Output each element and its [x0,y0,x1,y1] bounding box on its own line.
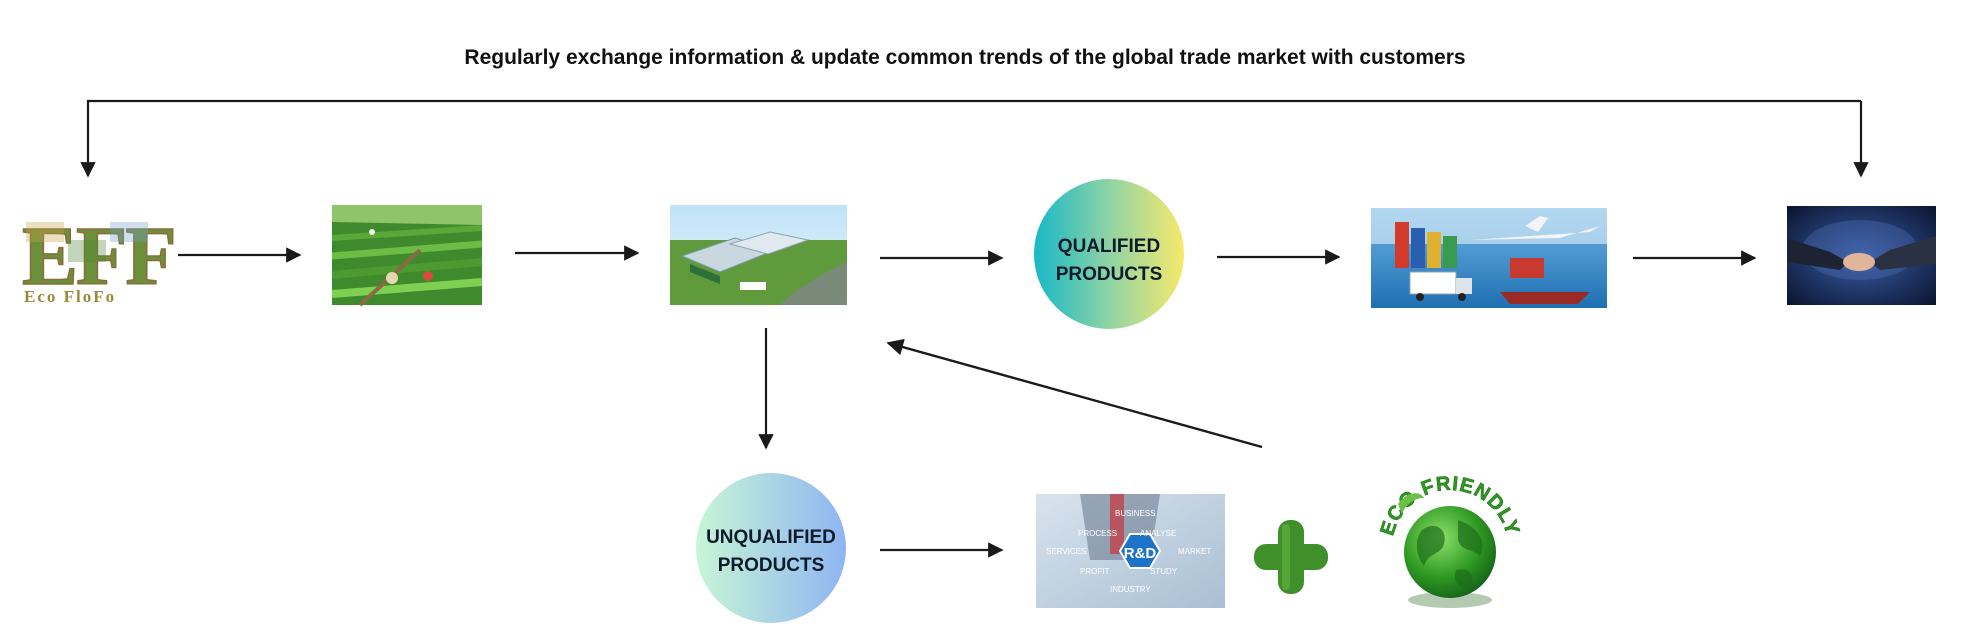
rnd-word: BUSINESS [1115,509,1155,518]
rnd-word: STUDY [1150,567,1178,576]
qualified-label-line2: PRODUCTS [1056,264,1163,285]
handshake-customer-image [1787,206,1936,305]
rnd-word: SERVICES [1046,547,1086,556]
rnd-center-label: R&D [1124,545,1157,562]
unqualified-label-line2: PRODUCTS [718,555,825,576]
diagram-title: Regularly exchange information & update … [464,46,1466,69]
factory-aerial-image [670,205,847,305]
rnd-word: PROCESS [1078,529,1117,538]
logo-letters: EFF [22,210,175,303]
rnd-word: MARKET [1178,547,1211,556]
qualified-label-line1: QUALIFIED [1058,236,1160,257]
feedback-loop-arrow [80,99,1869,178]
green-plus-icon [1254,520,1328,594]
logistics-shipping-image [1371,208,1607,308]
rnd-image: R&D BUSINESS PROCESS ANALYSE SERVICES MA… [1036,494,1225,608]
eco-friendly-badge: ECO FRIENDLY [1376,472,1523,608]
rnd-word: INDUSTRY [1110,585,1151,594]
rnd-word: ANALYSE [1140,529,1176,538]
logo-name: Eco FloFo [24,287,116,306]
qualified-products-node: QUALIFIED PRODUCTS [1034,179,1184,329]
arrow-rnd-back-to-factory [886,338,1263,449]
unqualified-label-line1: UNQUALIFIED [706,527,836,548]
rnd-word: PROFIT [1080,567,1109,576]
unqualified-products-node: UNQUALIFIED PRODUCTS [696,473,846,623]
eco-flofo-logo: EFF Eco FloFo [21,209,177,306]
farm-field-image [331,205,483,307]
